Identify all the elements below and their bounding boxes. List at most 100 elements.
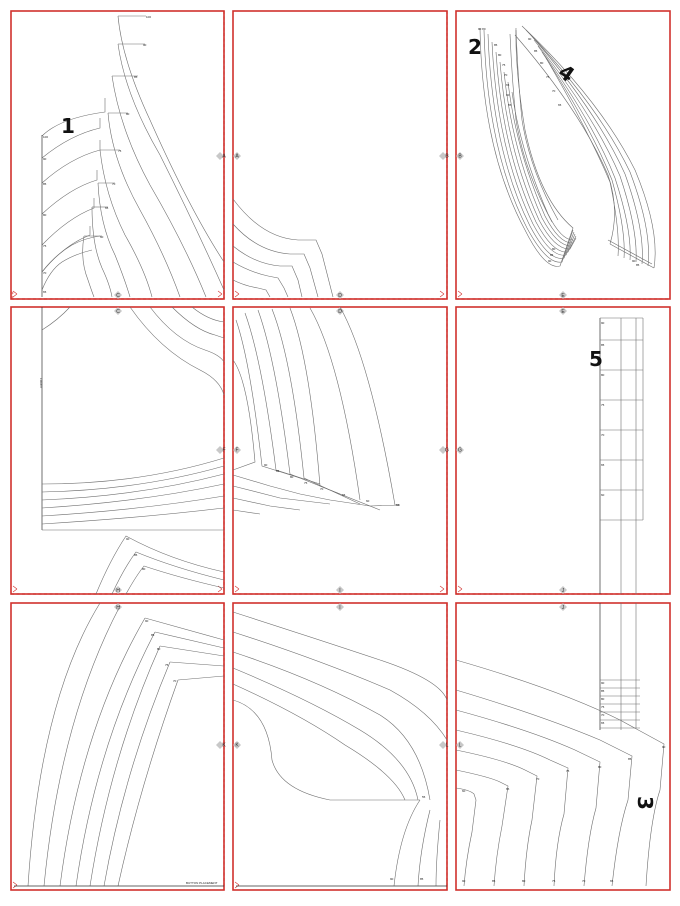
- svg-text:75: 75: [43, 244, 47, 248]
- svg-text:85: 85: [43, 182, 47, 186]
- scissor-icons: [10, 290, 463, 889]
- svg-text:75: 75: [601, 705, 605, 709]
- svg-text:80: 80: [126, 112, 130, 116]
- svg-text:75: 75: [546, 75, 550, 79]
- svg-text:80: 80: [498, 53, 502, 57]
- svg-text:80: 80: [601, 697, 605, 701]
- page-mark-c2: C: [116, 309, 120, 315]
- tile-frames: [10, 10, 671, 891]
- svg-text:BUTTON PLACEMENT: BUTTON PLACEMENT: [186, 881, 218, 885]
- page-marks: A A B B C C D D E E F F G G H H I I J J …: [116, 154, 565, 749]
- svg-text:80: 80: [540, 61, 544, 65]
- svg-text:75: 75: [601, 403, 605, 407]
- page-mark-e: E: [561, 293, 565, 299]
- tile-4-lines: FRONT 90 85 80: [39, 306, 225, 595]
- svg-text:85: 85: [534, 49, 538, 53]
- svg-text:60: 60: [462, 789, 466, 793]
- svg-text:70: 70: [601, 713, 605, 717]
- svg-text:65: 65: [506, 83, 510, 87]
- svg-text:85: 85: [628, 757, 632, 761]
- piece-3-lines: 90 85 80 75 70 65 60 90 85 80 75 70 65: [455, 659, 666, 887]
- svg-text:75: 75: [118, 149, 122, 153]
- svg-text:70: 70: [43, 271, 47, 275]
- svg-text:90: 90: [143, 43, 147, 47]
- page-mark-g: G: [445, 448, 449, 454]
- svg-text:85: 85: [601, 689, 605, 693]
- svg-text:65: 65: [610, 879, 614, 883]
- page-mark-k: K: [222, 743, 226, 749]
- piece-4-lines: 90 85 80 75 70 65 90 85: [514, 25, 656, 269]
- svg-text:90: 90: [264, 463, 268, 467]
- svg-text:70: 70: [173, 679, 177, 683]
- svg-text:90: 90: [601, 321, 605, 325]
- svg-text:80: 80: [598, 765, 602, 769]
- svg-text:90: 90: [528, 37, 532, 41]
- svg-text:65: 65: [558, 103, 562, 107]
- svg-text:80: 80: [522, 879, 526, 883]
- svg-text:85: 85: [134, 75, 138, 79]
- svg-text:80: 80: [43, 213, 47, 217]
- svg-text:60: 60: [601, 493, 605, 497]
- svg-text:85: 85: [492, 879, 496, 883]
- svg-text:FRONT: FRONT: [39, 378, 43, 388]
- page-mark-l: L: [446, 743, 449, 749]
- svg-text:90: 90: [390, 877, 394, 881]
- svg-text:100: 100: [146, 15, 151, 19]
- page-mark-f: F: [222, 448, 225, 454]
- svg-text:80: 80: [601, 373, 605, 377]
- svg-text:90: 90: [632, 259, 636, 263]
- piece-number-4: 4: [554, 59, 579, 87]
- svg-text:85: 85: [636, 263, 640, 267]
- svg-text:65: 65: [601, 721, 605, 725]
- piece-number-2: 2: [468, 35, 482, 59]
- svg-text:70: 70: [601, 433, 605, 437]
- piece-5-lines: 90 85 80 75 70 65 60 90 85 80 75 70 65: [599, 317, 644, 730]
- svg-text:100: 100: [43, 135, 48, 139]
- svg-text:75: 75: [165, 663, 169, 667]
- page-mark-d2: D: [338, 309, 342, 315]
- svg-text:85: 85: [601, 343, 605, 347]
- page-mark-j: J: [562, 588, 565, 594]
- svg-text:70: 70: [504, 73, 508, 77]
- svg-text:90: 90: [43, 157, 47, 161]
- svg-text:70: 70: [320, 487, 324, 491]
- svg-text:60: 60: [506, 93, 510, 97]
- svg-text:85: 85: [276, 469, 280, 473]
- page-mark-i: I: [339, 588, 340, 594]
- piece-number-1: 1: [61, 114, 75, 138]
- page-mark-c: C: [116, 293, 120, 299]
- svg-text:65: 65: [105, 206, 109, 210]
- piece-number-5: 5: [589, 347, 603, 371]
- page-mark-g2: G: [458, 448, 462, 454]
- svg-text:55: 55: [396, 503, 400, 507]
- page-mark-i2: I: [339, 605, 340, 611]
- svg-text:70: 70: [536, 777, 540, 781]
- svg-text:85: 85: [420, 877, 424, 881]
- tile-5-lines: 90 85 80 75 70 65 60 55: [232, 306, 401, 515]
- page-mark-j2: J: [562, 605, 565, 611]
- svg-text:85: 85: [550, 253, 554, 257]
- svg-text:80: 80: [552, 247, 556, 251]
- svg-text:60: 60: [366, 499, 370, 503]
- page-mark-h2: H: [116, 605, 120, 611]
- piece-1-lines: 100 90 85 80 75 70 65 60 100 90 85 80 75…: [41, 15, 225, 298]
- svg-text:80: 80: [290, 475, 294, 479]
- page-mark-d: D: [338, 293, 342, 299]
- svg-text:90: 90: [601, 681, 605, 685]
- svg-text:55: 55: [422, 795, 426, 799]
- svg-text:80: 80: [157, 647, 161, 651]
- svg-text:65: 65: [43, 290, 47, 294]
- tile-8-lines: 55 90 85: [232, 611, 448, 887]
- overlap-lines: [11, 11, 670, 890]
- svg-text:65: 65: [601, 463, 605, 467]
- svg-text:75: 75: [502, 63, 506, 67]
- page-mark-h: H: [116, 588, 120, 594]
- piece-number-3: 3: [633, 796, 657, 810]
- svg-text:90: 90: [548, 259, 552, 263]
- svg-text:55: 55: [508, 103, 512, 107]
- svg-text:90: 90: [126, 537, 130, 541]
- tile-2-lines: [232, 198, 334, 298]
- svg-text:85: 85: [494, 43, 498, 47]
- svg-text:80: 80: [142, 567, 146, 571]
- piece-2-lines: 90 80 85 80 75 70 65 60 55 90 85 80: [478, 27, 577, 267]
